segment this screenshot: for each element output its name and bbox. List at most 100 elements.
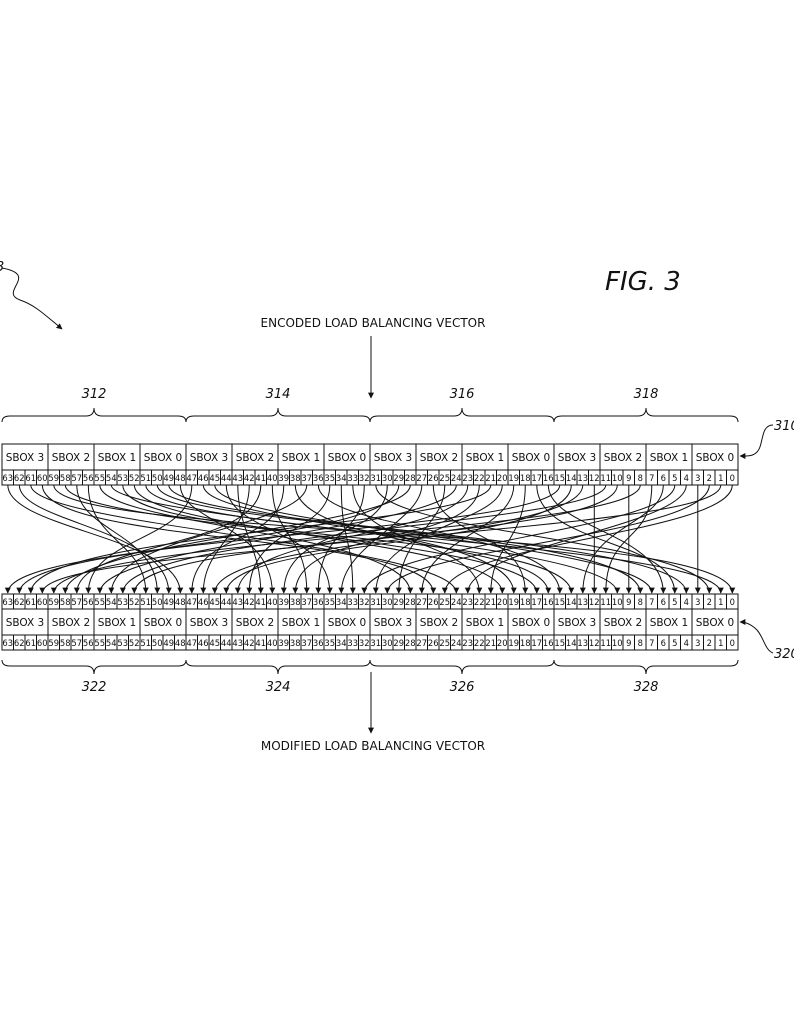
permutation-wire bbox=[39, 484, 584, 594]
bottom-lower-bit-label: 25 bbox=[439, 638, 450, 648]
bottom-upper-bit-label: 18 bbox=[520, 597, 531, 607]
bottom-sbox-label: SBOX 1 bbox=[466, 617, 505, 629]
top-brace bbox=[1, 407, 187, 423]
permutation-wire bbox=[487, 484, 526, 594]
ref-320-leader bbox=[739, 619, 774, 654]
permutation-wire bbox=[372, 484, 503, 594]
top-sbox-label: SBOX 1 bbox=[650, 452, 689, 464]
bottom-upper-bit-label: 60 bbox=[37, 597, 48, 607]
bottom-upper-bit-label: 12 bbox=[589, 597, 600, 607]
bottom-lower-bit-label: 8 bbox=[638, 638, 643, 648]
top-bit-label: 42 bbox=[244, 473, 255, 483]
top-sbox-label: SBOX 3 bbox=[6, 452, 45, 464]
bottom-upper-bit-label: 56 bbox=[83, 597, 94, 607]
bottom-lower-bit-label: 17 bbox=[531, 638, 542, 648]
top-bit-label: 51 bbox=[140, 473, 151, 483]
top-bit-label: 18 bbox=[520, 473, 531, 483]
top-sbox-label: SBOX 3 bbox=[558, 452, 597, 464]
top-sbox-label: SBOX 0 bbox=[144, 452, 183, 464]
permutation-wire bbox=[131, 484, 618, 594]
bottom-lower-bit-label: 40 bbox=[267, 638, 278, 648]
bottom-upper-bit-label: 0 bbox=[730, 597, 735, 607]
bottom-brace bbox=[553, 659, 739, 675]
top-bit-label: 53 bbox=[117, 473, 128, 483]
top-sbox-cell bbox=[369, 443, 417, 471]
partial-ref-320: 320 bbox=[774, 647, 794, 662]
bottom-lower-bit-label: 20 bbox=[497, 638, 508, 648]
bottom-lower-bit-label: 21 bbox=[485, 638, 496, 648]
top-bit-label: 31 bbox=[370, 473, 381, 483]
top-bit-label: 62 bbox=[14, 473, 25, 483]
bottom-lower-bit-label: 57 bbox=[71, 638, 82, 648]
top-bit-label: 7 bbox=[649, 473, 654, 483]
top-bit-label: 44 bbox=[221, 473, 232, 483]
permutation-wire bbox=[432, 484, 529, 594]
permutation-wire bbox=[375, 484, 713, 594]
bottom-lower-bit-label: 33 bbox=[347, 638, 358, 648]
permutation-wire bbox=[579, 484, 664, 594]
top-bit-label: 21 bbox=[485, 473, 496, 483]
bottom-sbox-cell bbox=[553, 608, 601, 636]
bottom-upper-bit-label: 10 bbox=[612, 597, 623, 607]
permutation-wire bbox=[315, 484, 365, 594]
top-sbox-label: SBOX 1 bbox=[466, 452, 505, 464]
top-bit-label: 55 bbox=[94, 473, 105, 483]
bottom-upper-bit-label: 23 bbox=[462, 597, 473, 607]
bottom-upper-bit-label: 27 bbox=[416, 597, 427, 607]
bottom-upper-bit-label: 55 bbox=[94, 597, 105, 607]
permutation-wire bbox=[4, 484, 400, 594]
permutation-wire bbox=[340, 484, 356, 594]
bottom-lower-bit-label: 31 bbox=[370, 638, 381, 648]
top-bit-label: 25 bbox=[439, 473, 450, 483]
top-bit-label: 14 bbox=[566, 473, 577, 483]
top-bit-label: 50 bbox=[152, 473, 163, 483]
top-bit-label: 57 bbox=[71, 473, 82, 483]
bottom-lower-bit-label: 19 bbox=[508, 638, 519, 648]
permutation-wire bbox=[547, 484, 667, 594]
bottom-upper-bit-label: 53 bbox=[117, 597, 128, 607]
bottom-upper-bit-label: 14 bbox=[566, 597, 577, 607]
bottom-upper-bit-label: 7 bbox=[649, 597, 654, 607]
bottom-lower-bit-label: 13 bbox=[577, 638, 588, 648]
top-bit-label: 3 bbox=[695, 473, 700, 483]
bottom-lower-bit-label: 1 bbox=[718, 638, 723, 648]
top-brace bbox=[553, 407, 739, 423]
bottom-lower-bit-label: 49 bbox=[163, 638, 174, 648]
bottom-sbox-cell bbox=[461, 608, 509, 636]
bottom-upper-bit-label: 52 bbox=[129, 597, 140, 607]
top-title: ENCODED LOAD BALANCING VECTOR bbox=[261, 316, 486, 330]
permutation-wire bbox=[85, 484, 193, 594]
top-bit-label: 20 bbox=[497, 473, 508, 483]
bottom-group-ref: 322 bbox=[82, 680, 107, 695]
top-sbox-label: SBOX 2 bbox=[420, 452, 459, 464]
bottom-lower-bit-label: 37 bbox=[301, 638, 312, 648]
bottom-upper-bit-label: 17 bbox=[531, 597, 542, 607]
bottom-upper-bit-label: 6 bbox=[661, 597, 666, 607]
bottom-lower-bit-label: 18 bbox=[520, 638, 531, 648]
top-sbox-label: SBOX 3 bbox=[374, 452, 413, 464]
permutation-wire bbox=[441, 484, 733, 594]
bottom-brace bbox=[369, 659, 555, 675]
bottom-lower-bit-label: 11 bbox=[600, 638, 611, 648]
bottom-upper-bit-label: 36 bbox=[313, 597, 324, 607]
bottom-upper-bit-label: 34 bbox=[336, 597, 347, 607]
bottom-upper-bit-label: 22 bbox=[474, 597, 485, 607]
bottom-lower-bit-label: 48 bbox=[175, 638, 186, 648]
bottom-sbox-cell bbox=[369, 608, 417, 636]
top-bit-label: 40 bbox=[267, 473, 278, 483]
permutation-wire bbox=[133, 484, 506, 594]
bottom-upper-bit-label: 24 bbox=[451, 597, 462, 607]
bottom-sbox-label: SBOX 1 bbox=[98, 617, 137, 629]
bottom-upper-bit-label: 42 bbox=[244, 597, 255, 607]
bottom-lower-bit-label: 46 bbox=[198, 638, 209, 648]
bottom-upper-bit-label: 57 bbox=[71, 597, 82, 607]
top-brace bbox=[369, 407, 555, 423]
top-sbox-label: SBOX 3 bbox=[190, 452, 229, 464]
bottom-upper-bit-label: 48 bbox=[175, 597, 186, 607]
bottom-lower-bit-label: 43 bbox=[232, 638, 243, 648]
permutation-wire bbox=[536, 484, 678, 594]
top-bit-label: 0 bbox=[730, 473, 735, 483]
bottom-upper-bit-label: 44 bbox=[221, 597, 232, 607]
bottom-sbox-cell bbox=[231, 608, 279, 636]
top-sbox-label: SBOX 0 bbox=[328, 452, 367, 464]
